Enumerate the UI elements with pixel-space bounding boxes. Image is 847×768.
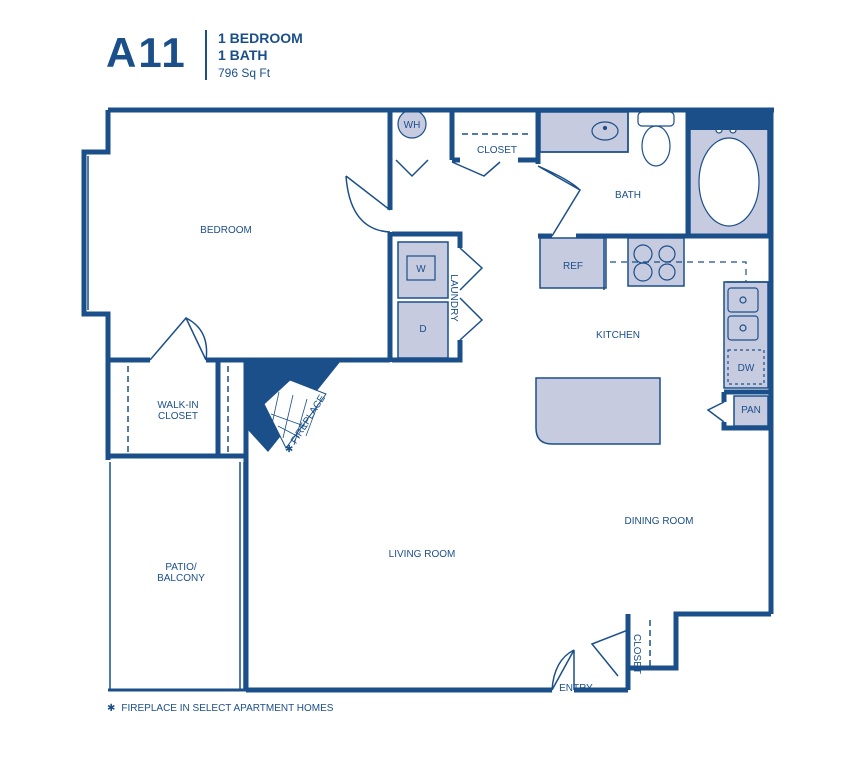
bathroom-count: 1 BATH xyxy=(218,47,268,63)
entry-closet-door xyxy=(590,629,629,677)
laundry-bottom-wall xyxy=(392,340,463,363)
kitchen-island xyxy=(535,377,661,445)
footnote-text: FIREPLACE IN SELECT APARTMENT HOMES xyxy=(121,703,334,714)
label-entry: ENTRY xyxy=(559,683,593,694)
walls xyxy=(81,107,774,693)
drain-icon xyxy=(739,324,747,332)
label-dishwasher: DW xyxy=(738,363,755,374)
doors xyxy=(149,159,725,691)
label-patio-1: PATIO/ xyxy=(165,562,197,573)
kitchen-sink-icon xyxy=(727,287,759,313)
label-bath: BATH xyxy=(615,190,641,201)
washer xyxy=(397,241,449,299)
walk-in-door xyxy=(149,316,208,361)
label-washer: W xyxy=(416,264,426,275)
drain-icon xyxy=(739,296,747,304)
entry-door xyxy=(551,649,575,691)
wh-closet-door xyxy=(395,159,429,178)
upper-cabinet-line xyxy=(610,261,747,282)
square-footage: 796 Sq Ft xyxy=(218,66,271,80)
label-water-heater: WH xyxy=(404,120,421,131)
label-closet-top: CLOSET xyxy=(477,145,517,156)
footnote-marker: ✱ xyxy=(107,703,116,714)
tub-wall-block xyxy=(688,110,772,130)
pantry xyxy=(733,395,769,427)
vanity-edge xyxy=(540,110,629,153)
label-dining-room: DINING ROOM xyxy=(625,516,694,527)
left-wall xyxy=(81,110,111,460)
washer-lid-icon xyxy=(406,255,436,281)
kitchen-sink-icon xyxy=(727,315,759,341)
laundry-door-lower xyxy=(459,297,484,341)
faucet-icon xyxy=(602,125,608,131)
dryer xyxy=(397,301,449,359)
toilet-bowl-icon xyxy=(641,125,671,167)
label-refrigerator: REF xyxy=(563,261,583,272)
refrigerator xyxy=(539,237,607,289)
label-laundry: LAUNDRY xyxy=(448,274,459,322)
label-dryer: D xyxy=(419,324,426,335)
laundry-top-wall xyxy=(392,231,463,248)
unit-code: A11 xyxy=(106,29,187,76)
bedroom-door xyxy=(345,175,391,233)
footnote: ✱ FIREPLACE IN SELECT APARTMENT HOMES xyxy=(107,703,339,714)
label-bedroom: BEDROOM xyxy=(200,225,252,236)
bath-vanity xyxy=(539,111,629,153)
pantry-door xyxy=(706,401,725,423)
label-walk-in-2: CLOSET xyxy=(158,411,198,422)
label-closet-entry: CLOSET xyxy=(631,634,642,674)
hearth-tiles xyxy=(270,391,319,446)
laundry-door-upper xyxy=(459,247,484,291)
sink-icon xyxy=(591,121,619,141)
header-divider xyxy=(205,30,207,80)
toilet-tank-icon xyxy=(637,111,675,127)
label-pantry: PAN xyxy=(741,405,761,416)
fixture-details xyxy=(397,109,765,385)
patio-slider xyxy=(109,462,245,690)
fireplace xyxy=(248,362,340,452)
label-patio-2: BALCONY xyxy=(157,573,205,584)
tub-basin-icon xyxy=(698,137,760,227)
burner-icon xyxy=(658,263,676,281)
fireplace-hearth xyxy=(263,379,327,449)
burner-icon xyxy=(633,262,653,282)
plan-header: A11 1 BEDROOM 1 BATH 796 Sq Ft xyxy=(0,0,847,95)
bath-door xyxy=(537,165,582,237)
closet-rods xyxy=(127,133,651,668)
label-walk-in-1: WALK-IN xyxy=(157,400,198,411)
partitions xyxy=(87,110,771,692)
top-closet-door xyxy=(451,161,501,177)
label-kitchen: KITCHEN xyxy=(596,330,640,341)
bedroom-count: 1 BEDROOM xyxy=(218,30,303,46)
dishwasher-outline xyxy=(727,349,765,385)
pantry-bottom-wall xyxy=(721,422,771,431)
label-living-room: LIVING ROOM xyxy=(389,549,456,560)
